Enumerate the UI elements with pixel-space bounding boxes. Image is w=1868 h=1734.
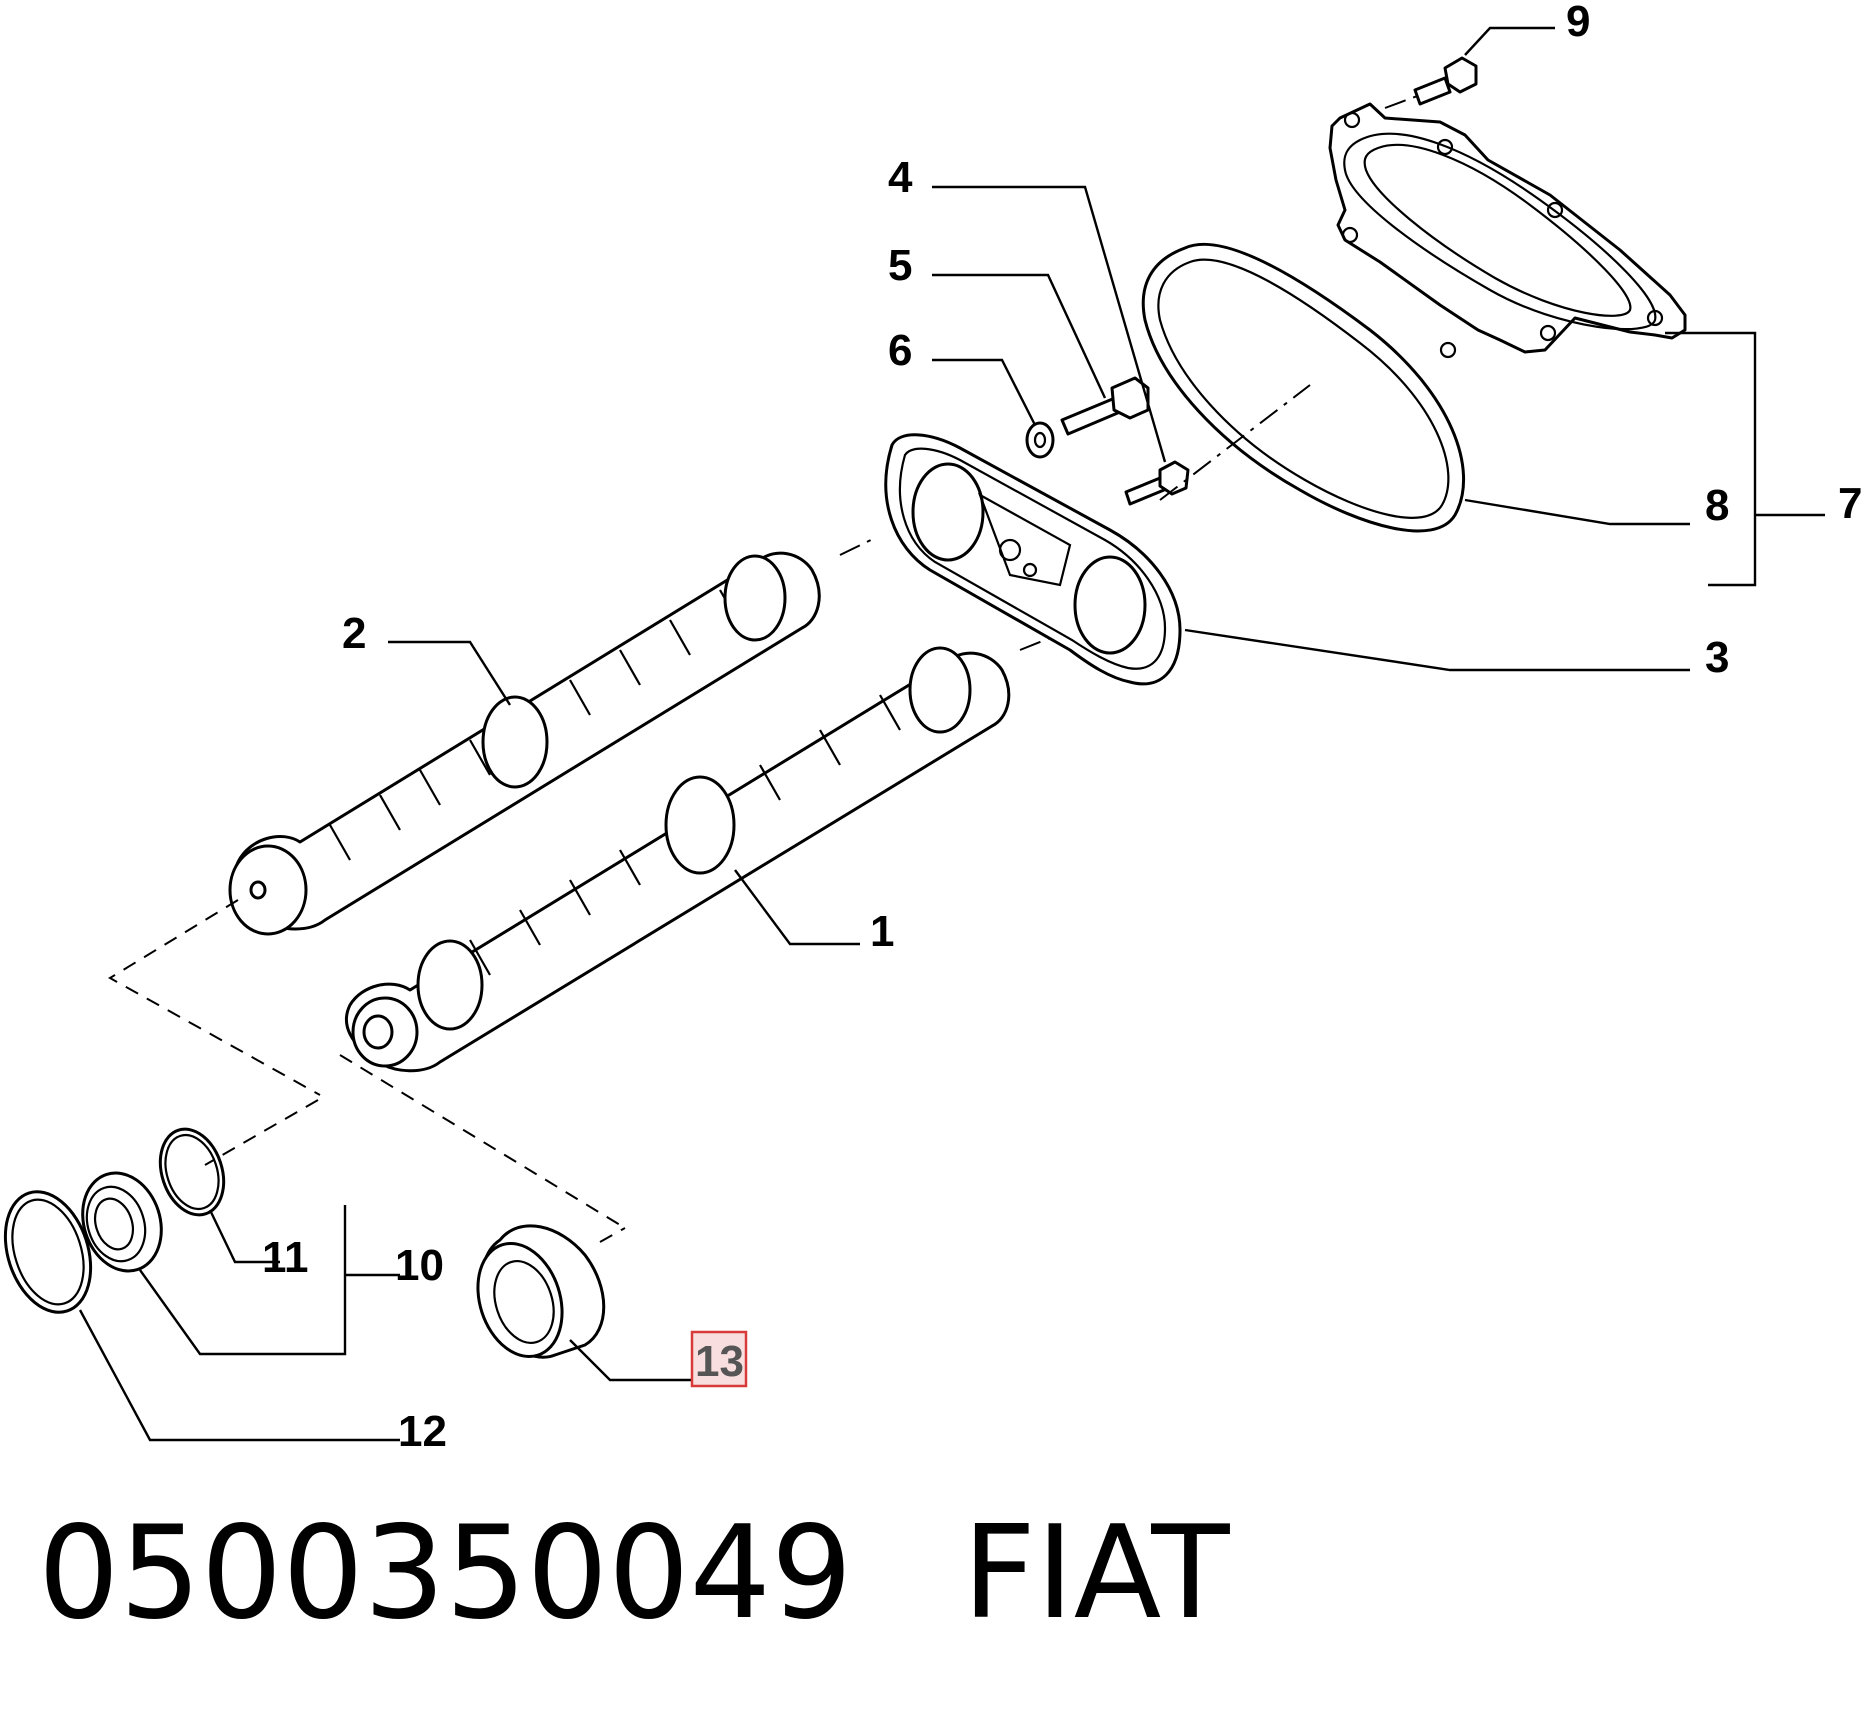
callout-13[interactable]: 13	[695, 1337, 744, 1386]
seal-ring-12	[3, 1190, 93, 1314]
callout-11: 11	[262, 1233, 309, 1282]
washer-6	[1025, 421, 1055, 459]
callout-labels: 1 2 3 4 5 6 7 8 9 10 11 12 13	[262, 0, 1862, 1456]
callout-7: 7	[1838, 479, 1862, 528]
callout-2: 2	[342, 609, 366, 658]
callout-3: 3	[1705, 633, 1729, 682]
part-number: 0500350049	[38, 1499, 853, 1648]
plug-10	[81, 1171, 163, 1273]
cover-gasket	[1141, 242, 1466, 533]
callout-1: 1	[870, 907, 894, 956]
leader-lines	[78, 26, 1825, 1442]
timing-chain-assembly	[884, 433, 1182, 686]
callout-8: 8	[1705, 481, 1729, 530]
callout-9: 9	[1566, 0, 1590, 46]
brand-name: FIAT	[962, 1499, 1230, 1648]
callout-4: 4	[888, 153, 913, 202]
callout-10: 10	[395, 1241, 444, 1290]
assembly-guide-lines	[108, 94, 1421, 1243]
timing-cover	[1328, 102, 1687, 359]
o-ring-11	[158, 1127, 226, 1217]
camshaft-1	[344, 646, 1011, 1073]
bolt-4	[1124, 460, 1190, 506]
camshaft-2	[228, 551, 821, 936]
callout-12: 12	[398, 1407, 447, 1456]
bolt-9	[1413, 56, 1478, 106]
highlight-box-13	[690, 1330, 748, 1388]
callout-6: 6	[888, 326, 912, 375]
bushing-13	[476, 1224, 606, 1359]
callout-5: 5	[888, 241, 912, 290]
bolt-5	[1060, 376, 1150, 436]
